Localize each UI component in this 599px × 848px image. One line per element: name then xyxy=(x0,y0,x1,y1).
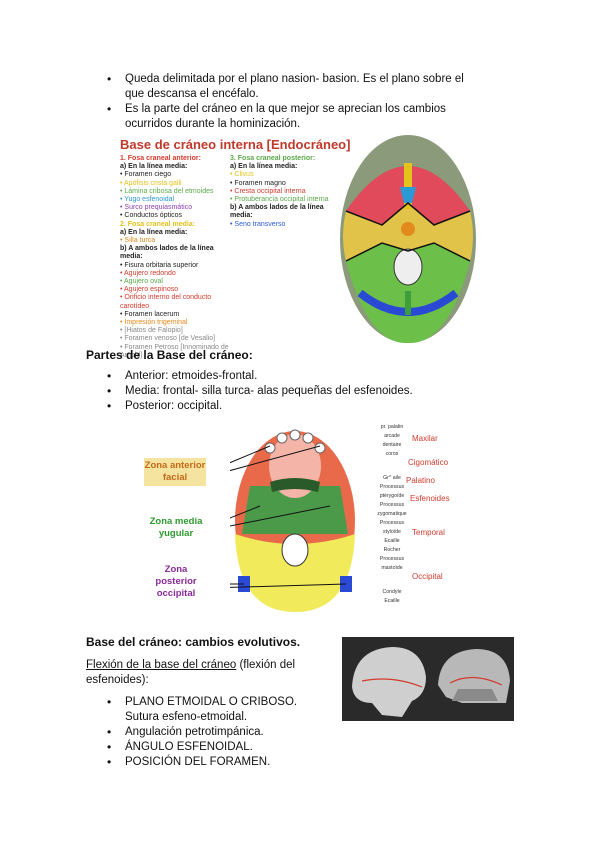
legend-line: • Foramen lacerum xyxy=(120,310,180,318)
bone-label-temporal: Temporal xyxy=(412,528,445,537)
legend-column-right: 3. Fosa craneal posterior:a) En la línea… xyxy=(230,155,340,229)
legend-line: • Silla turca xyxy=(120,237,156,245)
bone-label-palatino: Palatino xyxy=(406,476,435,485)
intro-bullet: Es la parte del cráneo en la que mejor s… xyxy=(103,102,483,132)
structure-label: dentaire xyxy=(382,442,402,448)
evolution-bullet-list: PLANO ETMOIDAL O CRIBOSO. Sutura esfeno-… xyxy=(103,695,331,770)
zone-label-line: facial xyxy=(162,472,188,483)
legend-line: • Seno transverso xyxy=(230,220,286,228)
structure-label: zygomatique xyxy=(377,511,407,517)
legend-line: b) A ambos lados de la línea media: xyxy=(120,245,214,261)
section-heading-parts: Partes de la Base del cráneo: xyxy=(86,348,253,362)
bone-label-esfenoides: Esfenoides xyxy=(410,494,450,503)
structure-label: Rocher xyxy=(383,547,401,553)
flexion-text: (flexión del esfenoides): xyxy=(86,659,296,686)
structure-label: styloïde xyxy=(383,529,401,535)
legend-line: • Protuberancia occipital interna xyxy=(230,196,329,204)
zone-label-line: Zona xyxy=(164,564,188,575)
legend-line: b) A ambos lados de la línea media: xyxy=(230,204,324,220)
evolution-bullet: ÁNGULO ESFENOIDAL. xyxy=(103,740,331,755)
bone-label-occipital: Occipital xyxy=(412,572,443,581)
parts-bullet: Posterior: occipital. xyxy=(103,399,483,414)
bone-label-cigomatico: Cigomático xyxy=(408,458,449,467)
legend-line: • Orificio interno del conducto carotíde… xyxy=(120,294,212,310)
zone-label-line: posterior xyxy=(155,576,197,587)
legend-line: • Fisura orbitaria superior xyxy=(120,261,199,269)
legend-line: 1. Fosa craneal anterior: xyxy=(120,155,201,162)
evolution-bullet: Angulación petrotimpánica. xyxy=(103,725,331,740)
structure-label: Processus xyxy=(379,520,405,526)
zone-label-line: Zona media xyxy=(149,516,203,527)
legend-line: • Agujero espinoso xyxy=(120,286,179,294)
zone-media-label: Zona media yugular xyxy=(146,516,206,540)
skull-comparison-figure xyxy=(342,637,514,721)
skull-base-interior-illustration xyxy=(340,135,476,344)
legend-line: • Agujero oval xyxy=(120,278,163,286)
legend-line: 3. Fosa craneal posterior: xyxy=(230,155,316,162)
structure-label: Ecaille xyxy=(384,538,400,544)
bone-label-maxilar: Maxilar xyxy=(412,434,438,443)
legend-line: • Foramen venoso [de Vesalio] xyxy=(120,335,216,343)
legend-line: • Foramen ciego xyxy=(120,171,172,179)
structure-label: Gr^ aile xyxy=(383,475,401,481)
evolution-bullet: POSICIÓN DEL FORAMEN. xyxy=(103,755,331,770)
exocranium-zones-figure: Zona anterior facial Zona media yugular … xyxy=(140,420,462,620)
intro-bullet-list: Queda delimitada por el plano nasion- ba… xyxy=(103,72,483,132)
parts-bullet-list: Anterior: etmoides-frontal. Media: front… xyxy=(103,369,483,414)
legend-line: • Cresta occipital interna xyxy=(230,187,306,195)
figure-title: Base de cráneo interna [Endocráneo] xyxy=(120,137,351,152)
parts-bullet: Media: frontal- silla turca- alas pequeñ… xyxy=(103,384,483,399)
structure-label: Processus xyxy=(379,502,405,508)
structure-label: mastoïde xyxy=(381,565,403,571)
structure-label: ptérygoïde xyxy=(379,493,405,499)
legend-line: a) En la línea media: xyxy=(230,163,298,171)
parts-bullet: Anterior: etmoides-frontal. xyxy=(103,369,483,384)
structure-label: coros xyxy=(385,451,399,457)
structure-label: Processus xyxy=(379,484,405,490)
structure-label: Ecaille xyxy=(384,598,400,604)
structure-label: Processus xyxy=(379,556,405,562)
intro-bullet: Queda delimitada por el plano nasion- ba… xyxy=(103,72,483,102)
legend-line: 2. Fosa craneal media: xyxy=(120,220,196,228)
zone-label-line: occipital xyxy=(156,588,196,599)
legend-line: • Apófisis crista galli xyxy=(120,179,182,187)
zone-anterior-label: Zona anterior facial xyxy=(144,458,206,486)
legend-line: • Yugo esfenoidal xyxy=(120,196,175,204)
legend-line: a) En la línea media: xyxy=(120,163,188,171)
skull-comparison-illustration xyxy=(352,647,510,717)
structure-label: Condyle xyxy=(382,589,402,595)
legend-line: • [Hiatos de Falopio] xyxy=(120,327,183,335)
legend-column-left: 1. Fosa craneal anterior:a) En la línea … xyxy=(120,155,238,360)
section-heading-evolution: Base del cráneo: cambios evolutivos. xyxy=(86,635,301,649)
legend-line: • Agujero redondo xyxy=(120,269,176,277)
zone-label-line: Zona anterior xyxy=(144,460,206,471)
structure-label: arcade xyxy=(384,433,400,439)
legend-line: • Impresión trigeminal xyxy=(120,319,188,327)
legend-line: • Lámina cribosa del etmoides xyxy=(120,187,214,195)
evolution-bullet: PLANO ETMOIDAL O CRIBOSO. Sutura esfeno-… xyxy=(103,695,331,725)
legend-line: • Clivus xyxy=(230,171,254,179)
legend-line: • Conductos ópticos xyxy=(120,212,182,220)
zone-label-line: yugular xyxy=(158,528,194,539)
flexion-paragraph: Flexión de la base del cráneo (flexión d… xyxy=(86,658,330,688)
skull-base-exterior-illustration xyxy=(230,429,355,612)
legend-line: • Foramen Petroso [Innominado de Arnold] xyxy=(120,343,229,359)
flexion-link[interactable]: Flexión de la base del cráneo xyxy=(86,659,237,671)
legend-line: • Foramen magno xyxy=(230,179,286,187)
zone-posterior-label: Zona posterior occipital xyxy=(146,564,206,600)
legend-line: • Surco prequiasmático xyxy=(120,204,193,212)
legend-line: a) En la línea media: xyxy=(120,228,188,236)
endocranium-figure: Base de cráneo interna [Endocráneo] 1. F… xyxy=(118,133,478,359)
structure-label: pr. palatin xyxy=(380,424,404,430)
